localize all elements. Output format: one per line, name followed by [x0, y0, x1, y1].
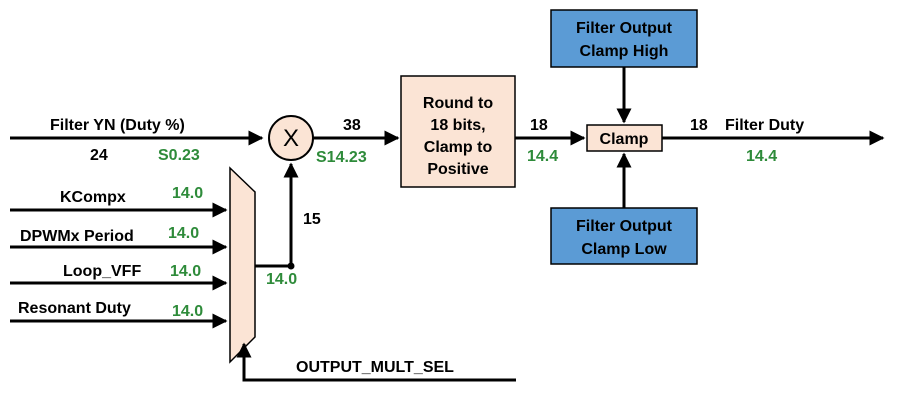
filter-yn-width: 24 — [90, 147, 108, 164]
round-line-1: Round to — [423, 95, 493, 112]
output-width: 18 — [690, 117, 708, 134]
mux-select-wire — [236, 342, 516, 382]
kcompx-label: KCompx — [60, 189, 126, 206]
round-out-format: 14.4 — [527, 148, 558, 165]
output-label: Filter Duty — [725, 117, 804, 134]
mux-block — [229, 166, 256, 364]
mux-out-wire — [255, 162, 299, 268]
multiplier-out-format: S14.23 — [316, 149, 367, 166]
dpwm-period-format: 14.0 — [168, 225, 199, 242]
output-format: 14.4 — [746, 148, 777, 165]
clamp-label: Clamp — [600, 131, 649, 148]
resonant-duty-format: 14.0 — [172, 303, 203, 320]
mux-out-junction — [287, 262, 295, 270]
filter-yn-format: S0.23 — [158, 147, 200, 164]
dpwm-period-label: DPWMx Period — [20, 228, 134, 245]
loop-vff-label: Loop_VFF — [63, 263, 141, 280]
round-line-3: Clamp to — [424, 139, 493, 156]
multiplier-out-width: 38 — [343, 117, 361, 134]
loop-vff-format: 14.0 — [170, 263, 201, 280]
round-clamp-block — [400, 75, 516, 188]
clamp-high-line-2: Clamp High — [580, 43, 669, 60]
resonant-duty-label: Resonant Duty — [18, 300, 131, 317]
clamp-high-block — [550, 9, 698, 68]
kcompx-format: 14.0 — [172, 185, 203, 202]
round-line-2: 18 bits, — [430, 117, 485, 134]
round-out-width: 18 — [530, 117, 548, 134]
mux-out-format: 14.0 — [266, 271, 297, 288]
clamp-low-line-1: Filter Output — [576, 218, 673, 235]
filter-yn-label: Filter YN (Duty %) — [50, 117, 185, 134]
clamp-low-block — [550, 207, 698, 265]
multiplier-symbol: X — [283, 125, 299, 152]
mux-out-width: 15 — [303, 211, 321, 228]
clamp-low-line-2: Clamp Low — [581, 241, 667, 258]
mux-select-label: OUTPUT_MULT_SEL — [296, 359, 454, 376]
clamp-high-line-1: Filter Output — [576, 20, 673, 37]
round-line-4: Positive — [427, 161, 488, 178]
